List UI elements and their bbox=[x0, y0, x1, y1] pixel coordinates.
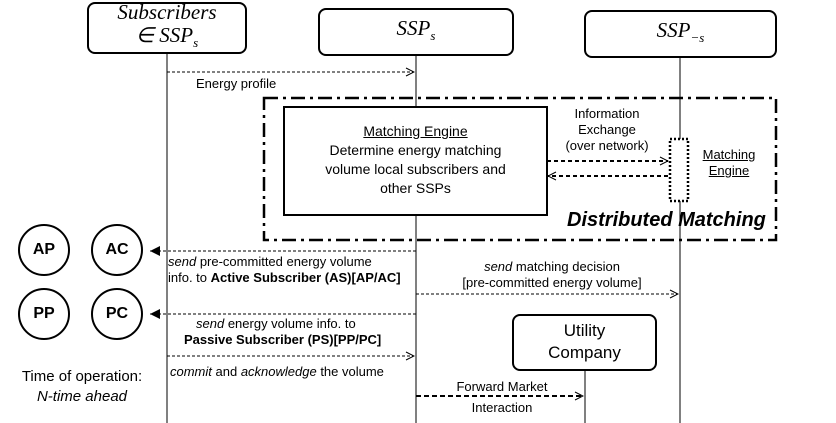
send-active-em: send bbox=[168, 254, 197, 269]
commit-em2: acknowledge bbox=[240, 364, 317, 379]
circle-pc: PC bbox=[91, 288, 143, 340]
send-active-label: send pre-committed energy volume info. t… bbox=[168, 254, 401, 286]
matching-decision-rest: matching decision bbox=[512, 259, 620, 274]
matching-engine-line1: Determine energy matching bbox=[329, 142, 502, 158]
send-passive-bold: Passive Subscriber (PS)[PP/PC] bbox=[184, 332, 382, 347]
info-exchange-label: Information Exchange (over network) bbox=[555, 106, 659, 154]
send-active-pre: info. to bbox=[168, 270, 211, 285]
forward-line1: Forward Market bbox=[456, 379, 548, 394]
utility-company-box: Utility Company bbox=[512, 314, 657, 371]
actor-subscribers: Subscribers ∈ SSPs bbox=[87, 0, 247, 54]
actor-subscribers-line1: Subscribers bbox=[117, 0, 217, 25]
matching-engine-title: Matching Engine bbox=[363, 123, 468, 139]
forward-line2: Interaction bbox=[471, 400, 533, 415]
actor-ssp-s: SSPs bbox=[318, 8, 514, 56]
circle-ac: AC bbox=[91, 224, 143, 276]
remote-engine-box bbox=[668, 137, 690, 203]
circle-ap: AP bbox=[18, 224, 70, 276]
commit-label: commit and acknowledge the volume bbox=[170, 364, 384, 380]
time-line2: N-time ahead bbox=[36, 388, 128, 405]
send-passive-label: send energy volume info. to Passive Subs… bbox=[184, 316, 381, 348]
utility-line1: Utility bbox=[563, 321, 606, 340]
remote-engine-label: Matching Engine bbox=[694, 147, 764, 179]
circle-pp: PP bbox=[18, 288, 70, 340]
commit-rest: the volume bbox=[316, 364, 384, 379]
actor-subscribers-sub: s bbox=[193, 35, 199, 51]
send-passive-em: send bbox=[196, 316, 225, 331]
actor-ssp-s-sub: s bbox=[430, 28, 436, 44]
actor-subscribers-line2: ∈ SSP bbox=[135, 23, 194, 48]
matching-engine-line3: other SSPs bbox=[380, 180, 451, 196]
forward-market-label: Forward Market Interaction bbox=[432, 379, 572, 416]
actor-ssp-other: SSP−s bbox=[584, 10, 777, 58]
time-line1: Time of operation: bbox=[21, 368, 143, 385]
matching-engine-box: Matching Engine Determine energy matchin… bbox=[283, 106, 548, 216]
matching-decision-label: send matching decision [pre-committed en… bbox=[430, 259, 674, 291]
remote-engine-line2: Engine bbox=[708, 163, 750, 178]
send-passive-rest: energy volume info. to bbox=[224, 316, 356, 331]
time-of-operation: Time of operation: N-time ahead bbox=[4, 367, 160, 407]
info-exchange-line1: Information bbox=[574, 106, 640, 121]
remote-engine-line1: Matching bbox=[702, 147, 756, 162]
info-exchange-line3: (over network) bbox=[565, 138, 649, 153]
distributed-matching-label: Distributed Matching bbox=[567, 209, 766, 231]
actor-ssp-other-main: SSP bbox=[656, 17, 691, 42]
actor-ssp-other-sub: −s bbox=[690, 30, 705, 46]
actor-ssp-s-main: SSP bbox=[396, 15, 431, 40]
matching-decision-em: send bbox=[484, 259, 513, 274]
distributed-matching-region bbox=[262, 96, 778, 242]
send-active-bold: Active Subscriber (AS)[AP/AC] bbox=[210, 270, 401, 285]
matching-engine-line2: volume local subscribers and bbox=[325, 161, 506, 177]
send-active-rest: pre-committed energy volume bbox=[196, 254, 372, 269]
info-exchange-line2: Exchange bbox=[578, 122, 636, 137]
utility-line2: Company bbox=[548, 343, 621, 362]
matching-decision-line2: [pre-committed energy volume] bbox=[462, 275, 642, 290]
commit-em1: commit bbox=[170, 364, 212, 379]
energy-profile-label: Energy profile bbox=[196, 76, 277, 91]
commit-mid: and bbox=[211, 364, 241, 379]
